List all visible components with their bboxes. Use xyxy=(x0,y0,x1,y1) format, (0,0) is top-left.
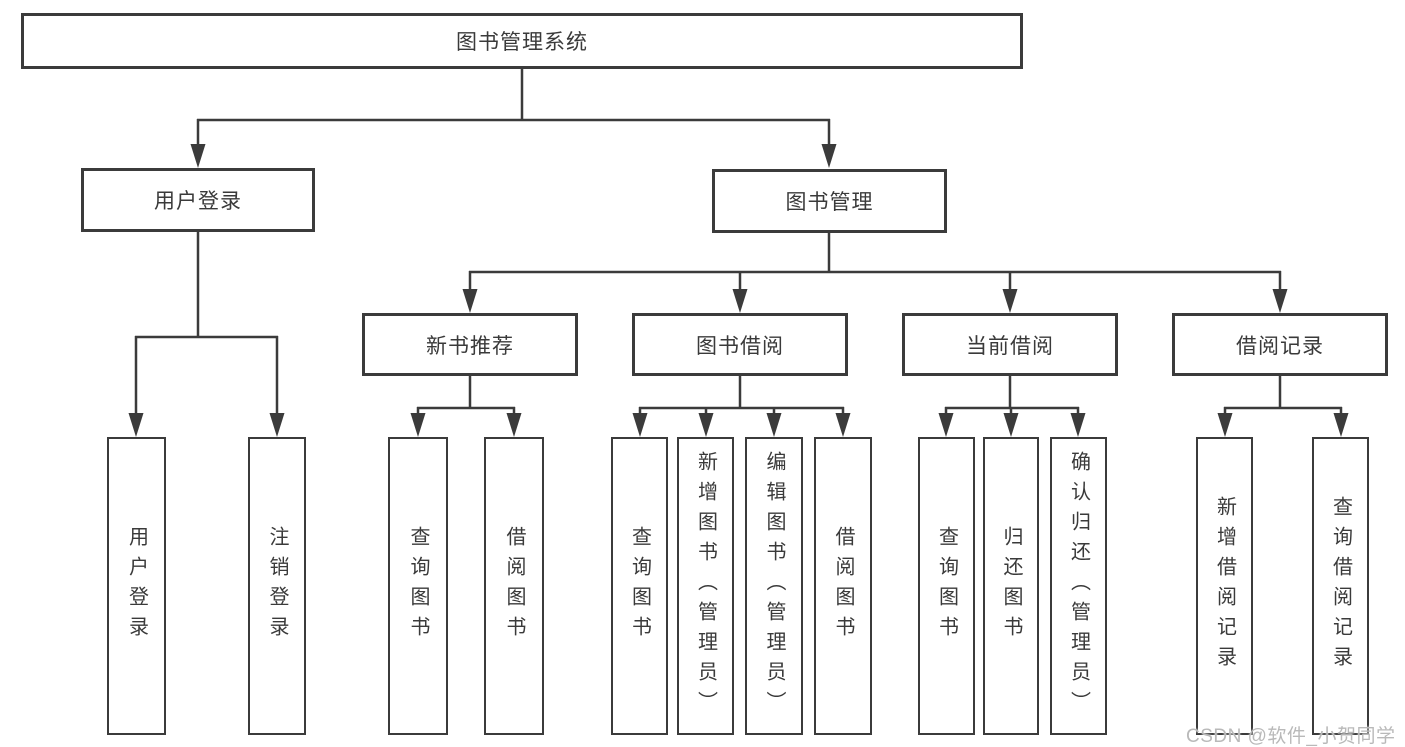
leaf-borrowing-query-books: 查询图书 xyxy=(611,437,668,735)
node-label: 编辑图书（管理员） xyxy=(763,451,785,721)
node-borrowing-records: 借阅记录 xyxy=(1172,313,1388,376)
leaf-current-query-books: 查询图书 xyxy=(918,437,975,735)
node-label: 借阅图书 xyxy=(832,526,854,646)
node-label: 当前借阅 xyxy=(966,334,1054,358)
node-book-management: 图书管理 xyxy=(712,169,947,233)
node-label: 借阅记录 xyxy=(1236,334,1324,358)
leaf-records-query-record: 查询借阅记录 xyxy=(1312,437,1369,735)
node-current-borrowing: 当前借阅 xyxy=(902,313,1118,376)
leaf-records-add-record: 新增借阅记录 xyxy=(1196,437,1253,735)
node-label: 图书管理 xyxy=(785,191,874,214)
node-label: 注销登录 xyxy=(266,526,288,646)
csdn-watermark: CSDN @软件_小贺同学 xyxy=(1186,726,1396,747)
node-label: 用户登录 xyxy=(125,526,148,646)
node-user-login: 用户登录 xyxy=(81,168,315,232)
node-root-library-system: 图书管理系统 xyxy=(21,13,1023,69)
node-label: 新增图书（管理员） xyxy=(694,451,717,721)
leaf-logout: 注销登录 xyxy=(248,437,306,735)
node-label: 借阅图书 xyxy=(503,526,525,646)
node-new-book-recommend: 新书推荐 xyxy=(362,313,578,376)
leaf-current-return-books: 归还图书 xyxy=(983,437,1039,735)
leaf-borrowing-edit-books-admin: 编辑图书（管理员） xyxy=(745,437,803,735)
node-label: 图书管理系统 xyxy=(456,31,588,54)
node-label: 归还图书 xyxy=(1000,526,1022,646)
leaf-borrowing-add-books-admin: 新增图书（管理员） xyxy=(677,437,734,735)
node-book-borrowing: 图书借阅 xyxy=(632,313,848,376)
node-label: 查询图书 xyxy=(407,526,429,646)
leaf-borrowing-borrow-books: 借阅图书 xyxy=(814,437,872,735)
leaf-newbook-borrow-books: 借阅图书 xyxy=(484,437,544,735)
node-label: 查询图书 xyxy=(935,526,958,646)
leaf-current-confirm-return-admin: 确认归还（管理员） xyxy=(1050,437,1107,735)
node-label: 新增借阅记录 xyxy=(1213,496,1236,676)
node-label: 查询图书 xyxy=(628,526,651,646)
node-label: 用户登录 xyxy=(154,190,242,213)
node-label: 新书推荐 xyxy=(426,334,514,358)
node-label: 确认归还（管理员） xyxy=(1067,451,1090,721)
leaf-newbook-query-books: 查询图书 xyxy=(388,437,448,735)
leaf-user-login: 用户登录 xyxy=(107,437,166,735)
node-label: 图书借阅 xyxy=(696,334,784,358)
node-label: 查询借阅记录 xyxy=(1329,496,1352,676)
